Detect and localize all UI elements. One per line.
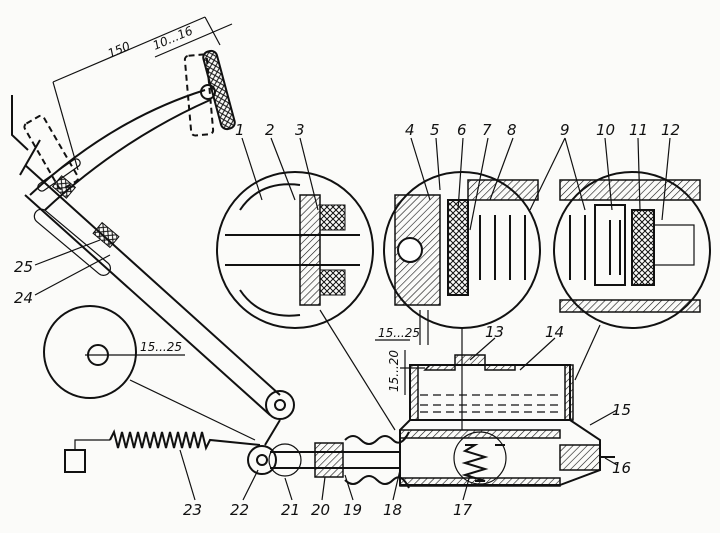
- dim-free-play: 10...16: [151, 23, 195, 52]
- pedal-dimension: 150 10...16: [52, 16, 233, 171]
- pedal-pad: [202, 49, 236, 131]
- fluid-level-dimensions: 15...25 15...20: [375, 310, 429, 395]
- label-2: 2: [265, 121, 275, 139]
- dim-rod-gap: 15...25: [378, 326, 420, 340]
- label-9: 9: [560, 121, 570, 139]
- label-23: 23: [183, 501, 202, 519]
- label-11: 11: [629, 121, 648, 139]
- label-13: 13: [485, 323, 504, 341]
- dim-pedal-travel: 150: [106, 39, 133, 61]
- label-6: 6: [457, 121, 467, 139]
- label-3: 3: [295, 121, 305, 139]
- push-rod: [247, 431, 410, 489]
- return-spring: [64, 429, 261, 473]
- label-1: 1: [235, 121, 245, 139]
- inset-piston: [383, 171, 541, 430]
- label-16: 16: [612, 459, 631, 477]
- label-8: 8: [507, 121, 517, 139]
- leader-lines: [34, 137, 671, 501]
- inset-circle-left: 15...25: [43, 305, 256, 441]
- label-14: 14: [545, 323, 564, 341]
- label-5: 5: [430, 121, 440, 139]
- lever: [19, 139, 295, 446]
- dim-inset-gap: 15...25: [140, 340, 182, 354]
- inset-valve: [553, 171, 711, 381]
- label-20: 20: [311, 501, 330, 519]
- part-labels: 1 2 3 4 5 6 7 8 9 10 11 12 13 14 15 16 1…: [14, 121, 680, 519]
- label-17: 17: [453, 501, 473, 519]
- master-cylinder: [399, 354, 615, 487]
- label-21: 21: [281, 501, 300, 519]
- label-22: 22: [230, 501, 249, 519]
- label-18: 18: [383, 501, 402, 519]
- label-12: 12: [661, 121, 680, 139]
- label-25: 25: [14, 258, 33, 276]
- label-7: 7: [482, 121, 492, 139]
- label-4: 4: [405, 121, 415, 139]
- label-10: 10: [596, 121, 615, 139]
- label-24: 24: [14, 289, 33, 307]
- dim-fluid-level: 15...20: [387, 350, 401, 392]
- label-19: 19: [343, 501, 362, 519]
- pedal-arm: [11, 49, 236, 211]
- inset-seal: [216, 171, 396, 431]
- label-15: 15: [612, 401, 631, 419]
